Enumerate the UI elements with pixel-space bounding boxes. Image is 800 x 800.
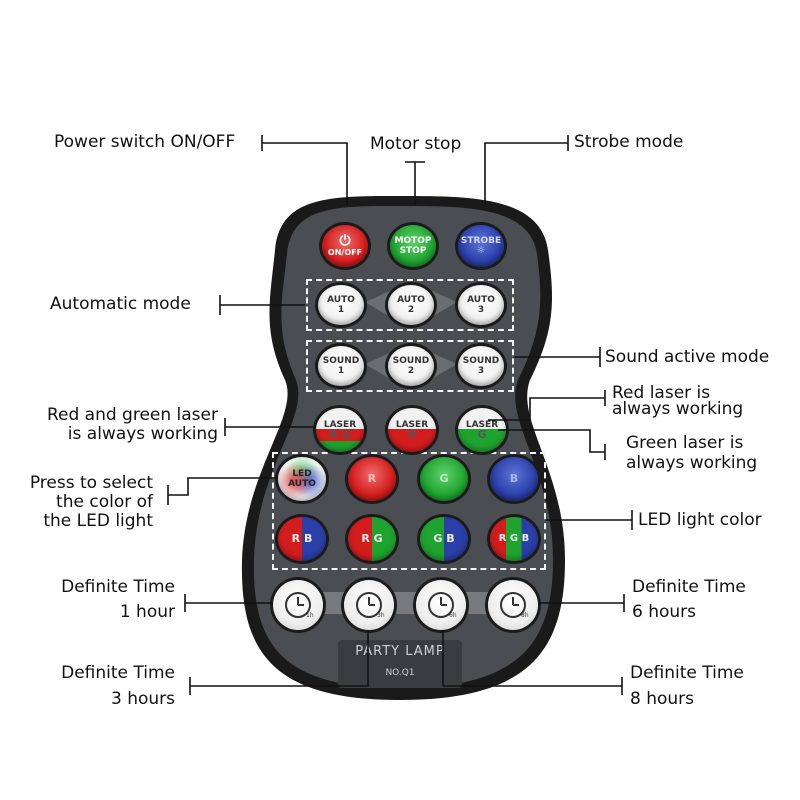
callout-timer-1h-line1: Definite Time (61, 577, 175, 597)
strobe-icon: ☼ (476, 245, 486, 256)
callout-led-color: LED light color (638, 510, 762, 530)
callout-timer-8h-line2: 8 hours (630, 689, 695, 709)
led-group-box (272, 452, 546, 570)
led-red-green-button[interactable]: R G (348, 517, 396, 561)
sound-3-number: 3 (477, 366, 485, 376)
timer-1h-button[interactable]: 1h (273, 580, 323, 630)
led-auto-button[interactable]: LED AUTO (278, 457, 326, 501)
clock-icon: 3h (356, 592, 385, 619)
callout-timer-8h-line1: Definite Time (630, 663, 744, 683)
timer-1h-label: 1h (306, 612, 314, 619)
sound-2-number: 2 (407, 366, 415, 376)
led-gb-label: G B (433, 532, 455, 545)
callout-timer-1h-line2: 1 hour (119, 602, 175, 622)
led-rb-label: R B (291, 532, 313, 545)
timer-8h-label: 8h (521, 612, 529, 619)
auto-2-label: AUTO (397, 295, 425, 305)
brand-name: PARTY LAMP (355, 644, 445, 659)
led-blue-label: B (509, 472, 519, 485)
callout-sound-active: Sound active mode (605, 347, 770, 367)
timer-6h-label: 6h (449, 612, 457, 619)
callout-timer-3h-line2: 3 hours (110, 689, 175, 709)
led-red-label: R (367, 472, 377, 485)
callout-timer-3h-line1: Definite Time (61, 663, 175, 683)
clock-icon: 8h (500, 592, 529, 619)
power-button[interactable]: ⏻ ON/OFF (322, 225, 368, 267)
motor-stop-button[interactable]: MOTOP STOP (390, 225, 436, 267)
led-green-button[interactable]: G (420, 457, 468, 501)
led-rg-label: R G (361, 532, 383, 545)
timer-3h-button[interactable]: 3h (344, 580, 394, 630)
auto-3-button[interactable]: AUTO 3 (458, 285, 504, 325)
callout-strobe: Strobe mode (574, 132, 684, 152)
laser-red-green-button[interactable]: LASER R G (316, 408, 364, 452)
strobe-button-label: STROBE (460, 236, 502, 246)
callout-power: Power switch ON/OFF (54, 132, 236, 152)
auto-1-label: AUTO (327, 295, 355, 305)
sound-3-label: SOUND (462, 356, 500, 366)
callout-green-laser-line2: always working (626, 453, 758, 473)
led-green-blue-button[interactable]: G B (420, 517, 468, 561)
laser-g-sub: G (477, 428, 487, 441)
callout-timer-6h-line1: Definite Time (632, 577, 746, 597)
motor-stop-label-2: STOP (399, 246, 427, 256)
callout-red-laser-line2: always working (612, 399, 744, 419)
auto-3-number: 3 (477, 305, 485, 315)
callout-automatic: Automatic mode (50, 294, 191, 314)
auto-1-number: 1 (337, 305, 345, 315)
led-red-blue-button[interactable]: R B (278, 517, 326, 561)
sound-2-button[interactable]: SOUND 2 (388, 346, 434, 386)
model-number: NO.Q1 (385, 668, 415, 678)
laser-r-sub: R (407, 428, 417, 441)
led-rgb-button[interactable]: R G B (490, 517, 538, 561)
led-auto-label-1: LED (292, 469, 312, 479)
timer-3h-label: 3h (377, 612, 385, 619)
auto-2-number: 2 (407, 305, 415, 315)
auto-3-label: AUTO (467, 295, 495, 305)
timer-6h-button[interactable]: 6h (416, 580, 466, 630)
led-rgb-label: R G B (498, 533, 530, 544)
callout-press-select-line3: the LED light (43, 511, 153, 531)
led-green-label: G (439, 472, 449, 485)
sound-group-box (306, 340, 514, 392)
sound-1-button[interactable]: SOUND 1 (318, 346, 364, 386)
motor-stop-label-1: MOTOP (394, 236, 432, 246)
strobe-button[interactable]: STROBE ☼ (458, 225, 504, 267)
laser-red-button[interactable]: LASER R (388, 408, 436, 452)
auto-group-box (306, 279, 514, 331)
callout-press-select-line1: Press to select (29, 473, 153, 493)
sound-1-number: 1 (337, 366, 345, 376)
sound-1-label: SOUND (322, 356, 360, 366)
callout-red-laser-line1: Red laser is (612, 383, 711, 403)
callout-timer-6h-line2: 6 hours (632, 602, 697, 622)
auto-2-button[interactable]: AUTO 2 (388, 285, 434, 325)
sound-2-label: SOUND (392, 356, 430, 366)
callout-red-green-line1: Red and green laser (46, 405, 218, 425)
laser-g-label: LASER (465, 420, 499, 430)
clock-icon: 6h (428, 592, 457, 619)
power-icon: ⏻ (339, 233, 351, 249)
sound-3-button[interactable]: SOUND 3 (458, 346, 504, 386)
timer-8h-button[interactable]: 8h (488, 580, 538, 630)
callout-green-laser-line1: Green laser is (626, 433, 744, 453)
laser-rg-label: LASER (323, 420, 357, 430)
laser-r-label: LASER (395, 420, 429, 430)
callout-press-select-line2: the color of (56, 492, 153, 512)
auto-1-button[interactable]: AUTO 1 (318, 285, 364, 325)
callout-motor-stop: Motor stop (370, 134, 462, 154)
clock-icon: 1h (285, 592, 314, 619)
led-red-button[interactable]: R (348, 457, 396, 501)
led-blue-button[interactable]: B (490, 457, 538, 501)
led-auto-label-2: AUTO (288, 479, 316, 489)
power-button-label: ON/OFF (327, 248, 363, 257)
laser-rg-sub: R G (329, 428, 351, 441)
callout-red-green-line2: is always working (67, 424, 218, 444)
